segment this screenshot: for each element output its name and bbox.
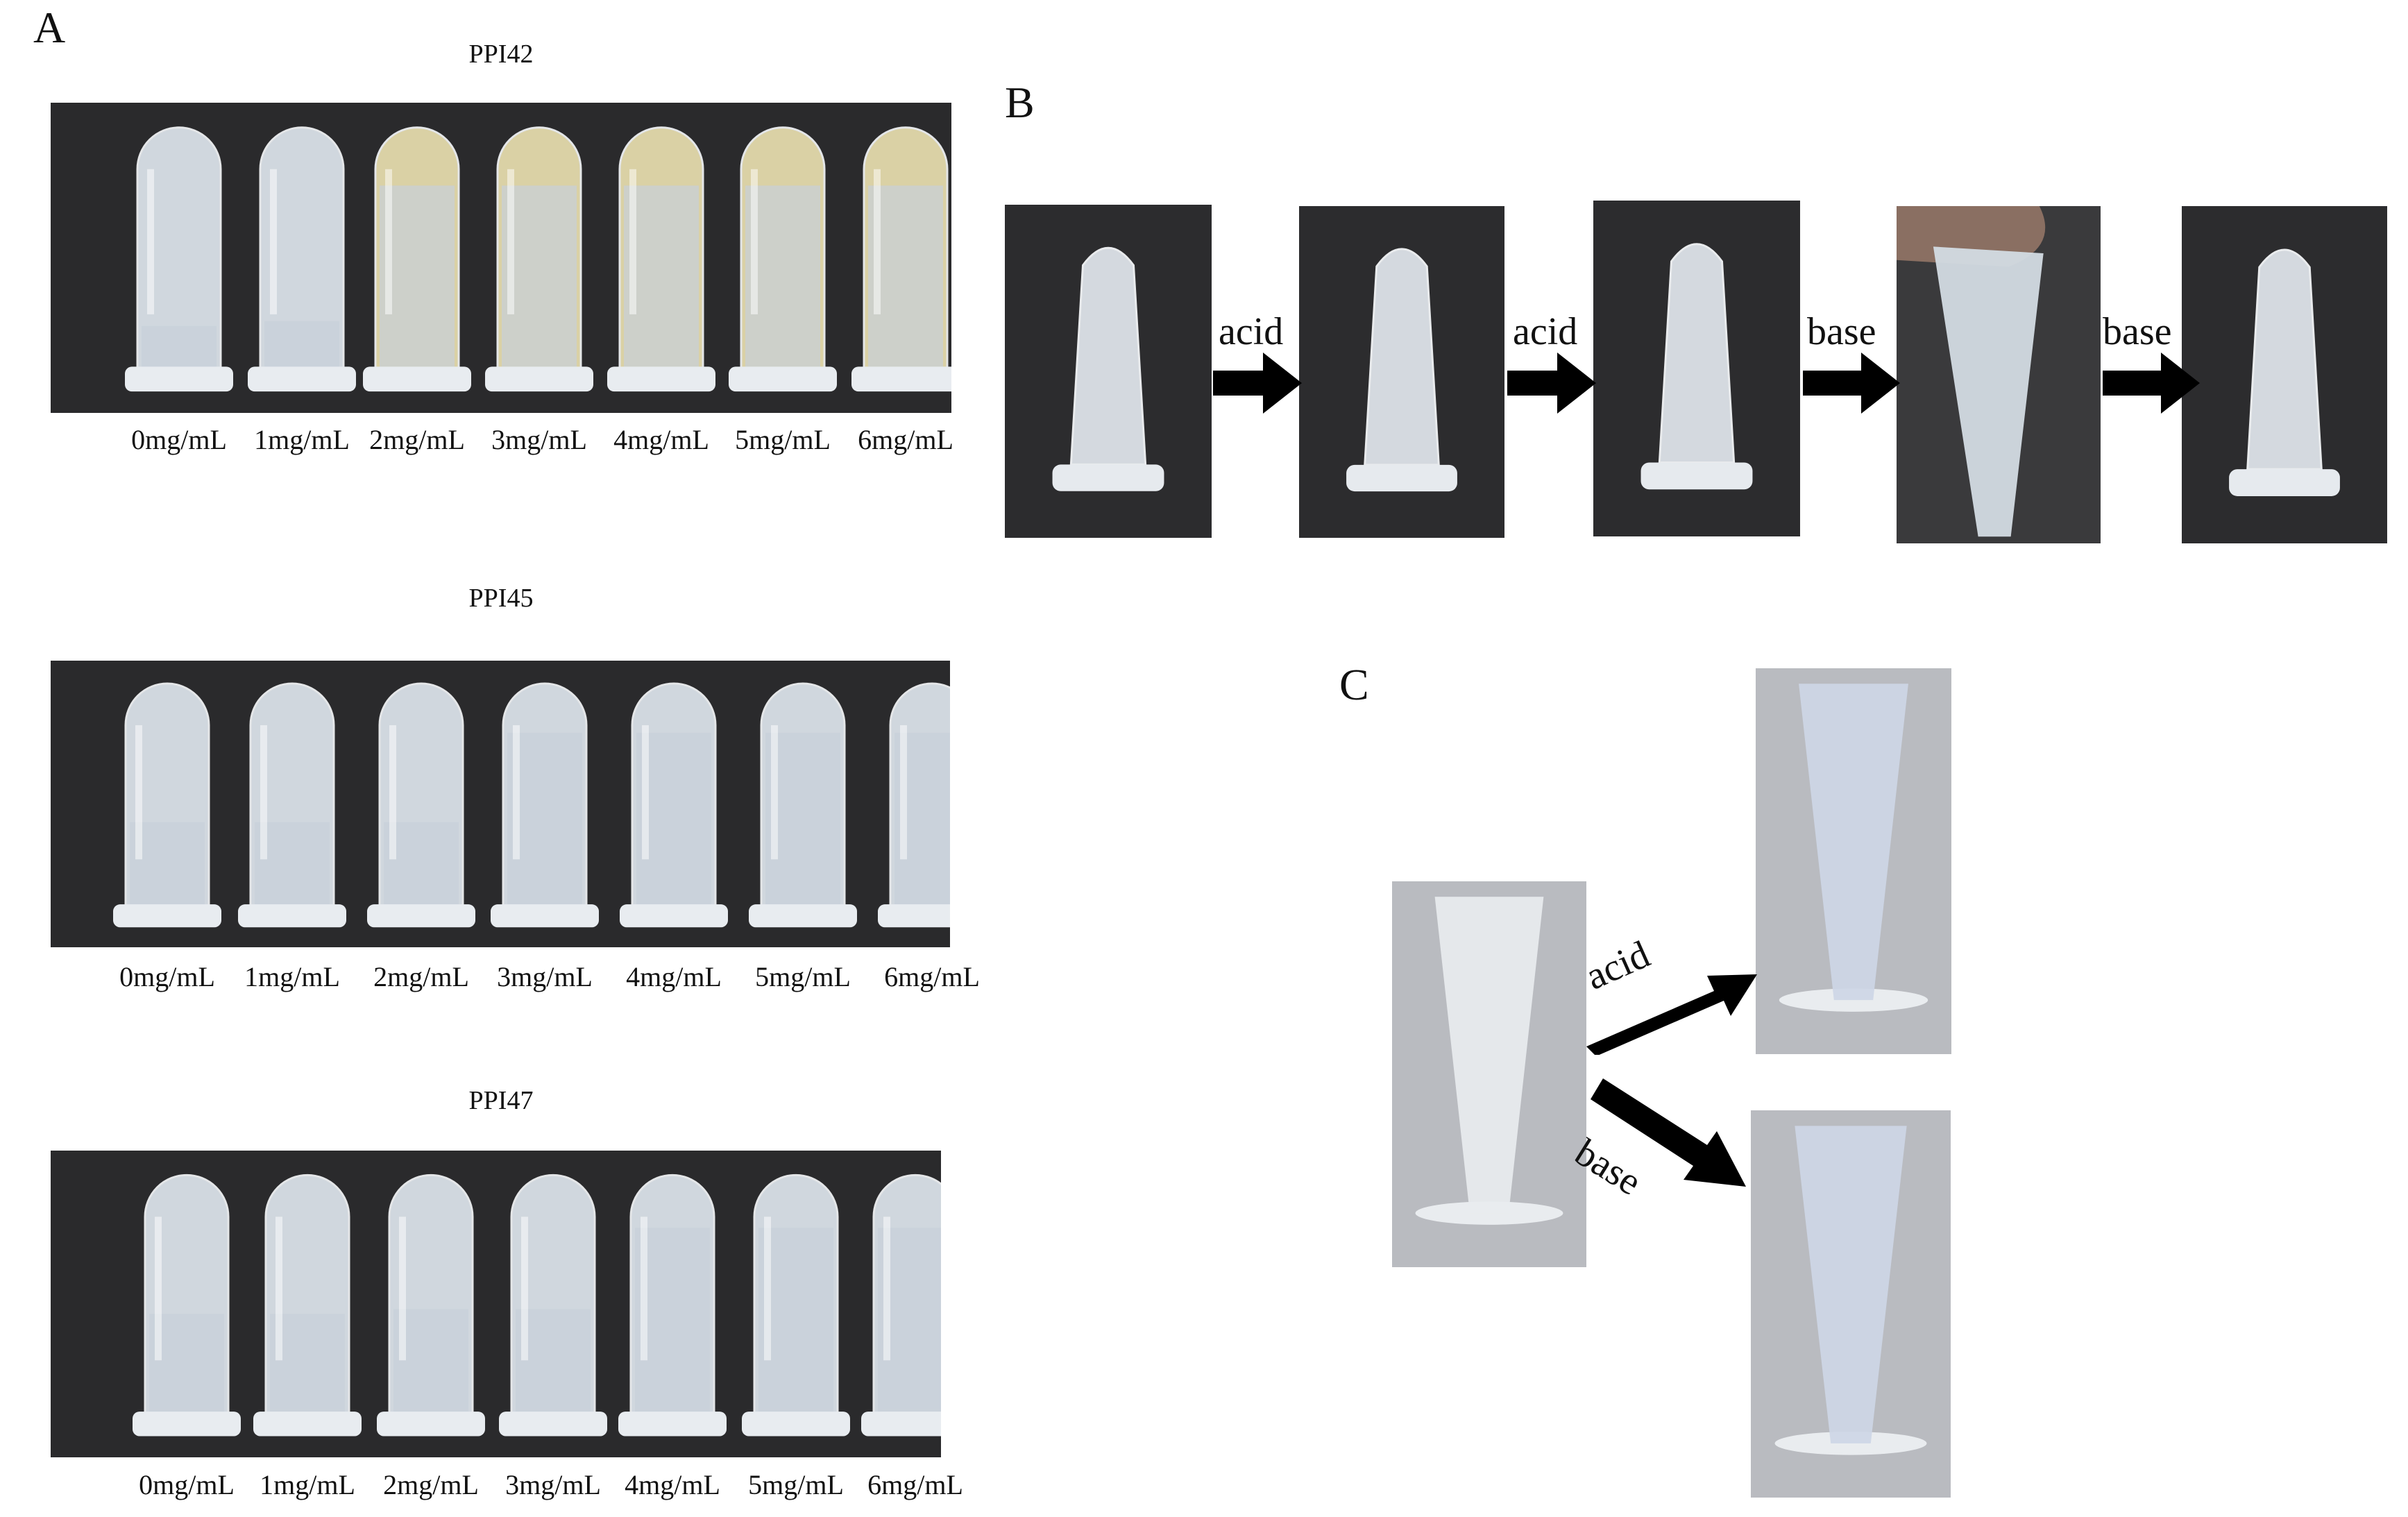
- concentration-label: 2mg/mL: [383, 1469, 479, 1500]
- concentration-label: 4mg/mL: [613, 424, 709, 455]
- concentration-label: 5mg/mL: [735, 424, 831, 455]
- arrow-b-4-label: base: [2103, 310, 2172, 353]
- concentration-label: 6mg/mL: [858, 424, 953, 455]
- tube: [861, 1173, 941, 1437]
- panel-label-c: C: [1339, 660, 1369, 709]
- concentration-label: 2mg/mL: [369, 424, 465, 455]
- concentration-label: 3mg/mL: [497, 961, 593, 992]
- concentration-label: 1mg/mL: [260, 1469, 355, 1500]
- tube: [742, 1173, 850, 1437]
- tube: [607, 126, 715, 392]
- tube: [729, 126, 837, 392]
- concentration-label: 4mg/mL: [626, 961, 722, 992]
- panel-label-b: B: [1005, 78, 1035, 127]
- tube: [133, 1173, 241, 1437]
- photo-b-step-5: [2182, 206, 2387, 543]
- arrow-b-3-label: base: [1807, 310, 1876, 353]
- concentration-label: 5mg/mL: [755, 961, 851, 992]
- arrow-b-3: [1803, 353, 1900, 414]
- row-title-ppi45: PPI45: [468, 584, 534, 613]
- concentration-label: 0mg/mL: [119, 961, 215, 992]
- tube: [248, 126, 356, 392]
- tube: [851, 126, 951, 392]
- tube: [620, 682, 728, 928]
- concentration-label: 6mg/mL: [867, 1469, 963, 1500]
- photo-b-step-3: [1593, 201, 1800, 536]
- tube: [878, 682, 950, 928]
- concentration-label: 0mg/mL: [139, 1469, 235, 1500]
- photo-c-acid-result: [1756, 668, 1951, 1054]
- panel-label-a: A: [33, 3, 66, 52]
- row-title-ppi42: PPI42: [468, 40, 534, 69]
- arrow-c-acid: [1586, 974, 1757, 1055]
- tube: [491, 682, 599, 928]
- tube: [367, 682, 475, 928]
- tube: [485, 126, 593, 392]
- arrow-b-1-label: acid: [1219, 310, 1284, 353]
- concentration-label: 4mg/mL: [625, 1469, 720, 1500]
- arrow-c-base: [1591, 1078, 1746, 1187]
- photo-c-start: [1392, 881, 1586, 1267]
- photo-ppi47-tubes: [51, 1151, 941, 1457]
- tube: [125, 126, 233, 392]
- concentration-label: 5mg/mL: [748, 1469, 844, 1500]
- row-title-ppi47: PPI47: [468, 1086, 534, 1115]
- concentration-label: 3mg/mL: [491, 424, 587, 455]
- arrow-b-2: [1507, 353, 1596, 414]
- arrow-b-2-label: acid: [1513, 310, 1578, 353]
- tube: [113, 682, 221, 928]
- photo-ppi45-tubes: [51, 661, 950, 947]
- tube: [749, 682, 857, 928]
- photo-b-step-1: [1005, 205, 1212, 538]
- photo-ppi42-tubes: [51, 103, 951, 413]
- tube: [253, 1173, 362, 1437]
- photo-b-step-4: [1897, 206, 2101, 543]
- arrow-b-4: [2103, 353, 2200, 414]
- concentration-label: 6mg/mL: [884, 961, 980, 992]
- photo-c-base-result: [1751, 1110, 1951, 1498]
- concentration-label: 1mg/mL: [244, 961, 340, 992]
- concentration-label: 3mg/mL: [505, 1469, 601, 1500]
- photo-b-step-2: [1299, 206, 1504, 538]
- tube: [363, 126, 471, 392]
- concentration-label: 2mg/mL: [373, 961, 469, 992]
- concentration-label: 1mg/mL: [254, 424, 350, 455]
- tube: [499, 1173, 607, 1437]
- concentration-label: 0mg/mL: [131, 424, 227, 455]
- tube: [377, 1173, 485, 1437]
- arrow-b-1: [1213, 353, 1302, 414]
- tube: [238, 682, 346, 928]
- tube: [618, 1173, 727, 1437]
